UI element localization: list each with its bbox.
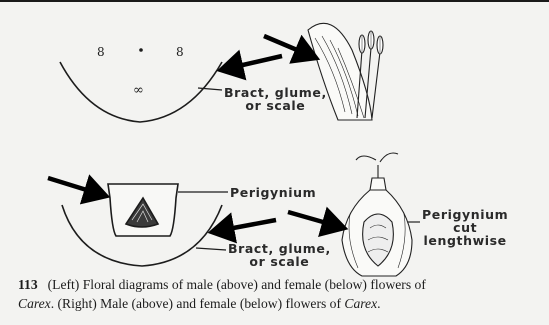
arrow-to-female-flower [288,212,344,228]
caption-line2: . (Right) Male (above) and female (below… [51,296,345,311]
arrow-to-male-flower [264,36,316,58]
female-floral-diagram [62,184,228,266]
arrow-to-bract-top [221,56,282,70]
caption-genus-2: Carex [344,296,377,311]
label-perigynium: Perigynium [230,186,316,199]
label-perigynium-cut-line3: lengthwise [422,234,508,247]
label-bract-bottom: Bract, glume, or scale [228,242,331,268]
figure-number: 113 [18,277,38,292]
stamen-symbol-left: 8 [97,45,105,59]
bract-leader-bottom [196,248,226,250]
label-perigynium-text: Perigynium [230,186,316,199]
label-perigynium-cut: Perigynium cut lengthwise [422,208,508,247]
axis-dot [139,48,143,52]
arrow-to-perigynium [48,178,106,196]
label-bract-top-line2: or scale [224,99,327,112]
stigmas [356,153,398,178]
caption-line1: (Left) Floral diagrams of male (above) a… [48,277,426,292]
label-bract-top: Bract, glume, or scale [224,86,327,112]
stamen-symbol-right: 8 [176,45,184,59]
figure-caption: 113 (Left) Floral diagrams of male (above… [18,275,540,313]
female-flower-drawing [342,153,420,276]
arrow-to-bract-bottom [212,220,276,232]
label-bract-bottom-line2: or scale [228,255,331,268]
stamen-symbol-bottom: ∞ [133,83,144,98]
caption-end: . [377,296,380,311]
male-floral-diagram: 8 8 ∞ [60,45,222,122]
caption-genus-1: Carex [18,296,51,311]
